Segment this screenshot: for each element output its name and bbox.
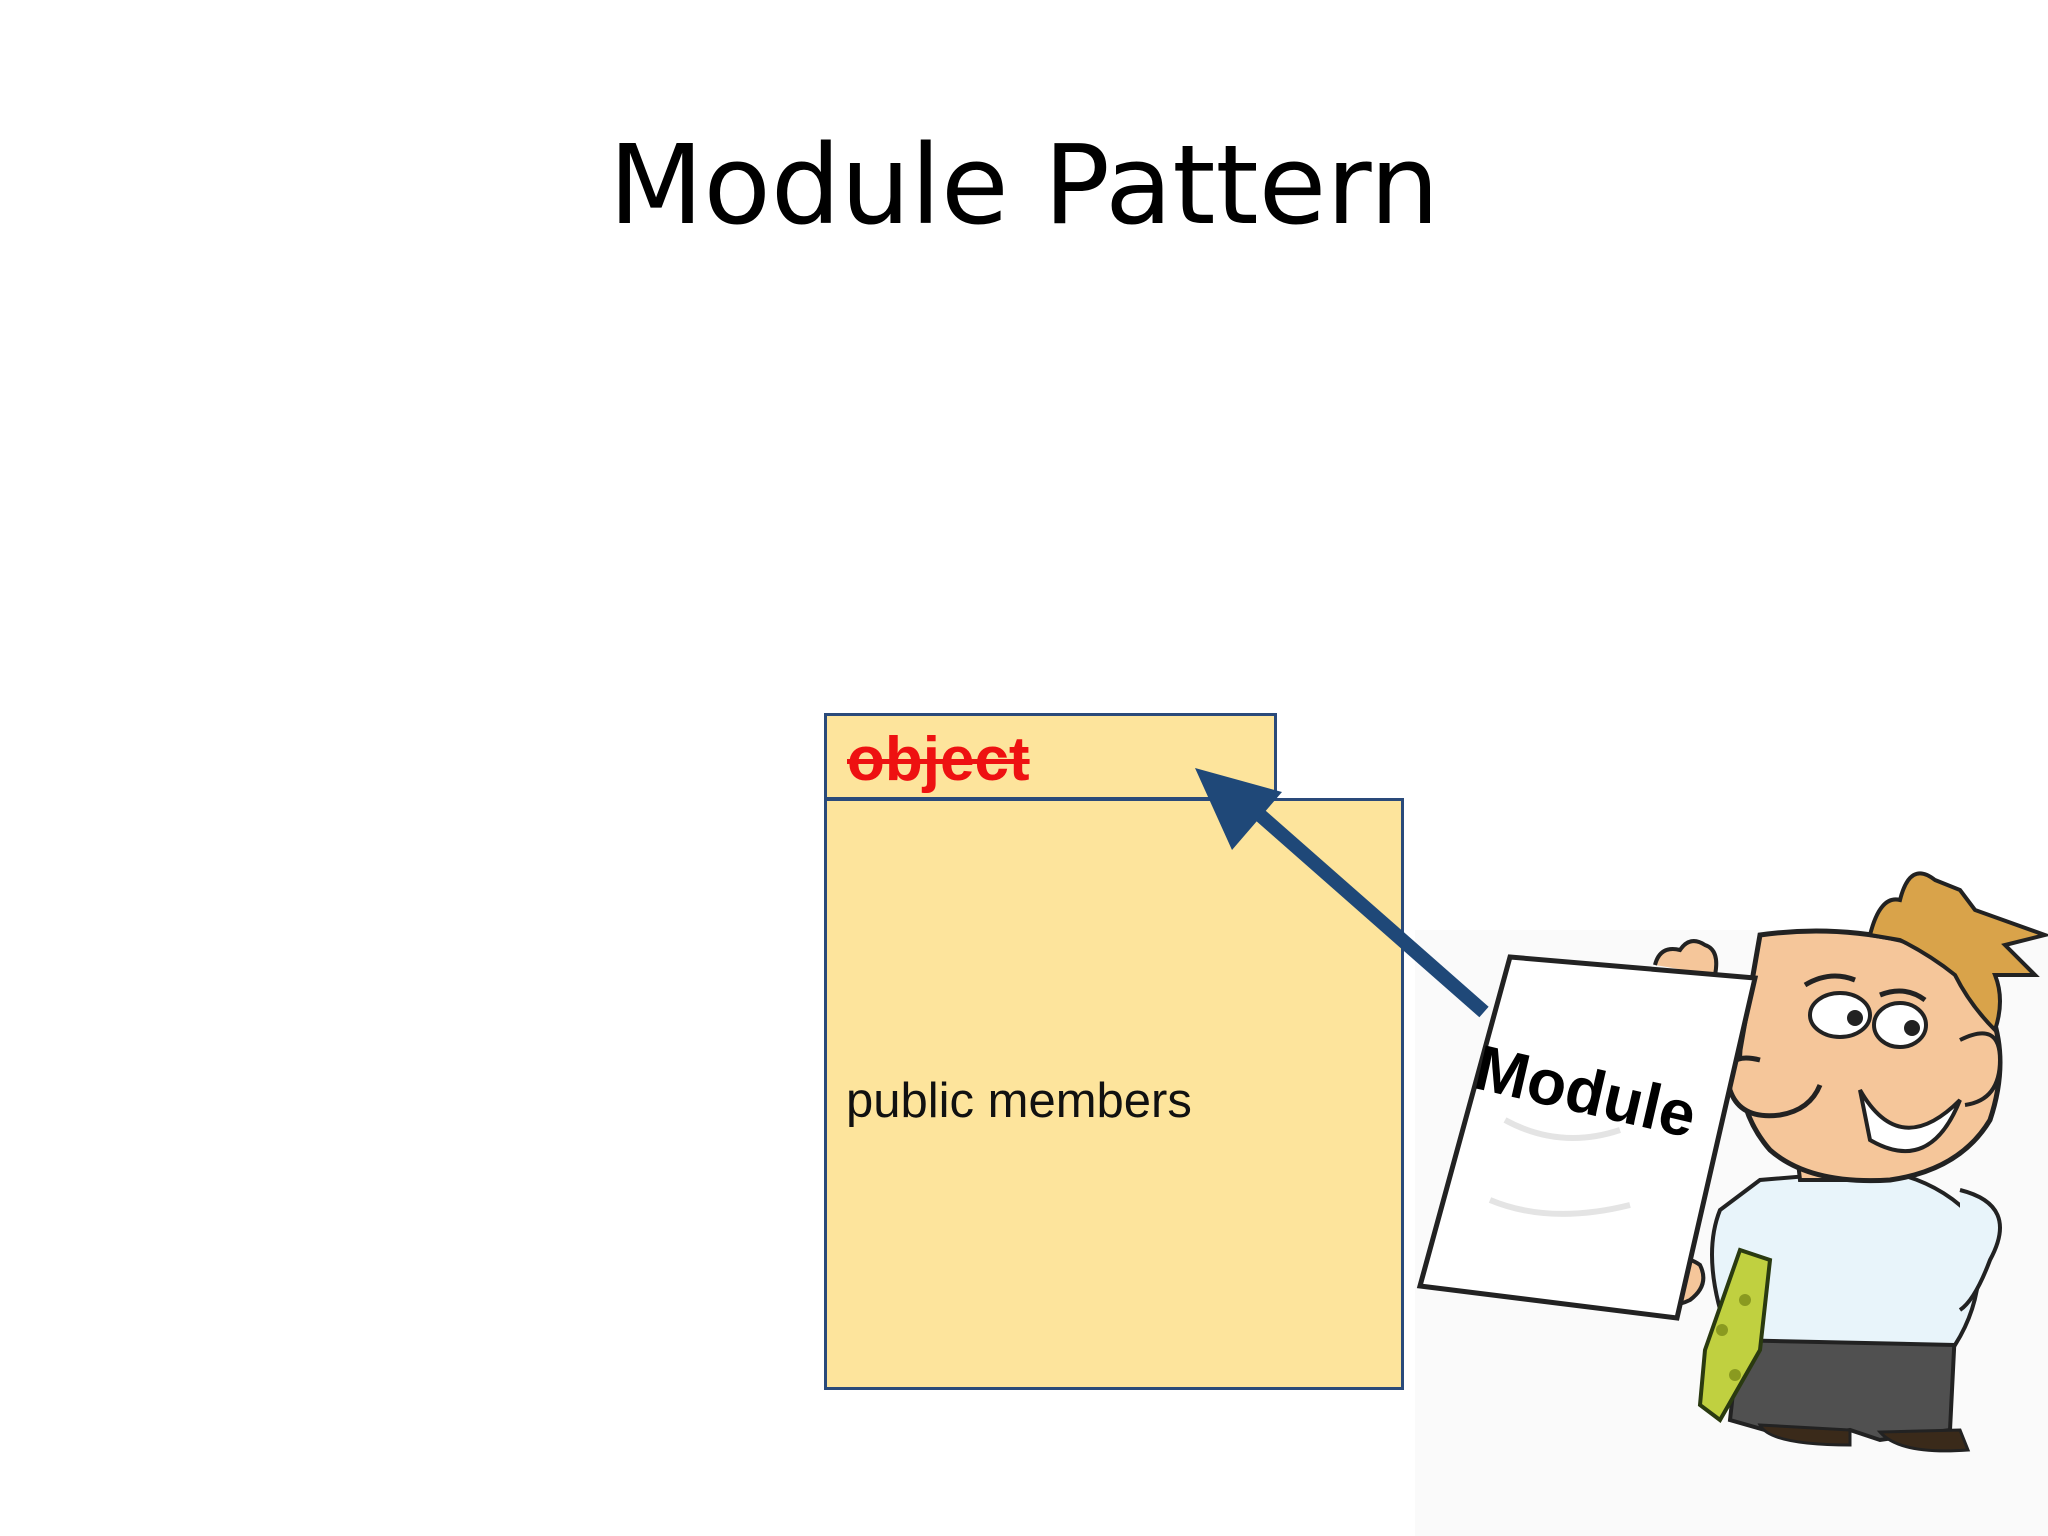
public-members-box: public members: [824, 798, 1404, 1390]
slide-title: Module Pattern: [608, 121, 1440, 249]
object-label: object: [847, 725, 1030, 794]
pointer-arrow: [1195, 768, 1489, 1018]
public-members-label: public members: [846, 1074, 1192, 1128]
man-holding-paper-icon: [1416, 871, 2048, 1453]
object-header-box: object: [824, 713, 1277, 800]
